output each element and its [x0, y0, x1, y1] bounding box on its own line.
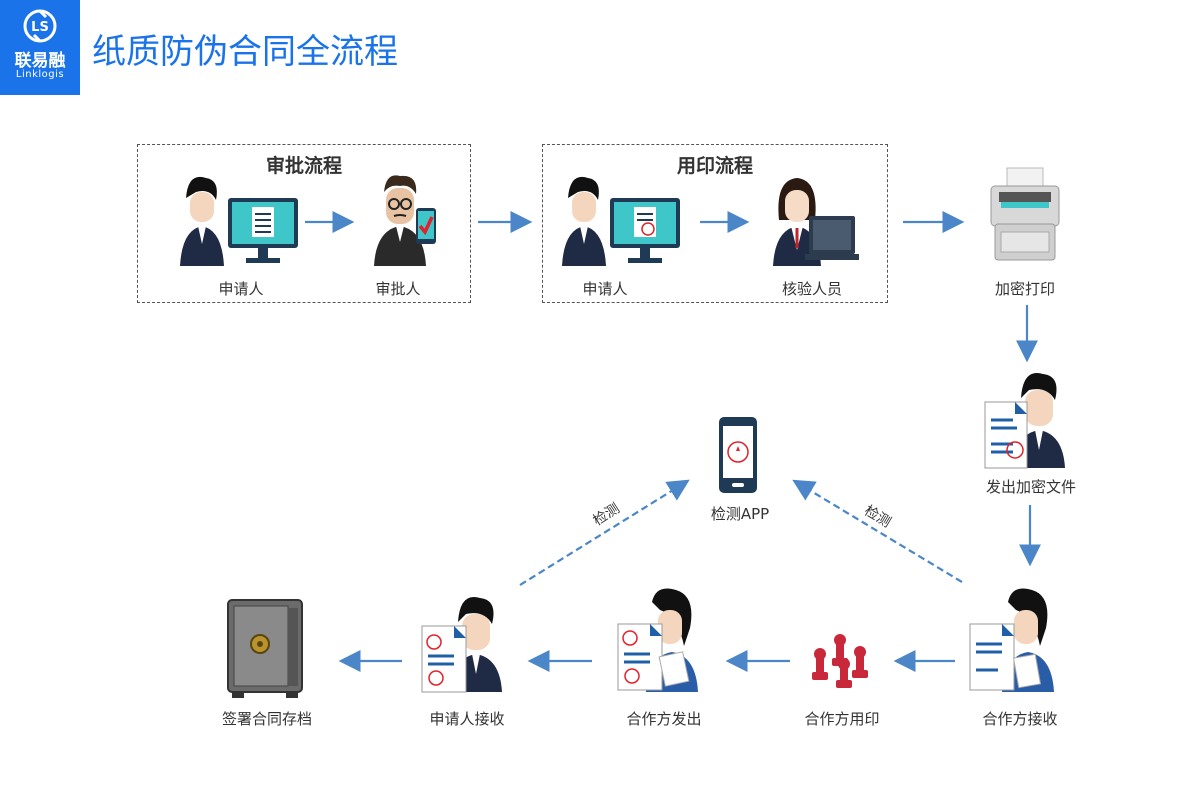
- partner-seal-label: 合作方用印: [804, 710, 880, 728]
- brand-name-en: Linklogis: [15, 69, 65, 80]
- verifier-icon: [773, 178, 859, 266]
- logo-mark-icon: LS: [23, 9, 57, 43]
- printer-icon: [990, 167, 1060, 261]
- detect-left-line: [519, 479, 690, 586]
- send-file-icon: [984, 373, 1065, 469]
- verifier-label: 核验人员: [781, 280, 843, 298]
- safe-icon: [227, 599, 303, 698]
- approval-group: 审批流程: [137, 144, 471, 303]
- page-title: 纸质防伪合同全流程: [92, 32, 398, 72]
- brand-logo: LS 联易融 Linklogis: [0, 0, 80, 95]
- applicant-computer-icon: [180, 176, 298, 266]
- archive-label: 签署合同存档: [221, 710, 313, 728]
- approval-group-title: 审批流程: [265, 155, 342, 177]
- applicant1-label: 申请人: [218, 280, 264, 298]
- applicant-receive-label: 申请人接收: [429, 710, 505, 728]
- approver-phone-icon: [374, 175, 436, 266]
- approver-label: 审批人: [375, 280, 421, 298]
- partner-send-icon: [617, 588, 698, 692]
- seal-group: 用印流程: [542, 144, 888, 303]
- detect-right-line: [792, 479, 963, 583]
- partner-receive-icon: [969, 588, 1054, 692]
- applicant-receive-icon: [421, 597, 502, 693]
- svg-text:LS: LS: [31, 20, 49, 35]
- applicant2-label: 申请人: [582, 280, 628, 298]
- seal-group-title: 用印流程: [676, 155, 753, 177]
- detect-app-phone-icon: [719, 417, 757, 493]
- partner-send-label: 合作方发出: [626, 710, 702, 728]
- app-label: 检测APP: [710, 505, 770, 523]
- seal-stamps-icon: [812, 634, 868, 688]
- partner-receive-label: 合作方接收: [982, 710, 1058, 728]
- print-label: 加密打印: [994, 280, 1056, 298]
- applicant-seal-computer-icon: [562, 176, 680, 266]
- send-label: 发出加密文件: [985, 478, 1077, 496]
- brand-name-cn: 联易融: [14, 51, 66, 71]
